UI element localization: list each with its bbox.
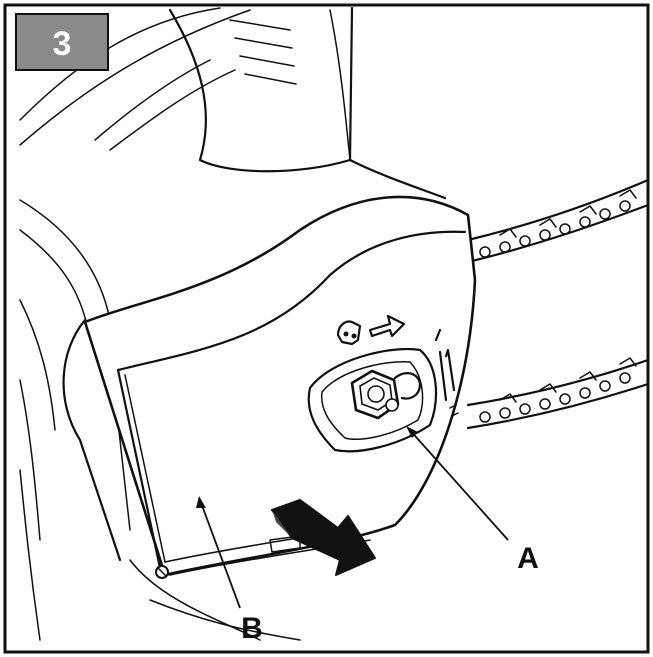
leader-arrowhead-a xyxy=(406,426,418,438)
leader-line-b xyxy=(199,499,241,609)
guide-bar-chain xyxy=(466,178,650,430)
step-number-badge: 3 xyxy=(15,13,109,71)
callout-label-a: A xyxy=(517,542,539,575)
chainsaw-body xyxy=(19,6,447,641)
tension-adjust-icon xyxy=(434,328,459,417)
step-number: 3 xyxy=(53,25,72,63)
leader-line-a xyxy=(407,427,509,541)
leader-arrowhead-b xyxy=(196,496,206,508)
removal-direction-arrow-icon xyxy=(271,499,376,576)
cover-nut xyxy=(350,369,422,420)
chain-direction-arrow-icon xyxy=(336,314,406,346)
callout-label-b: B xyxy=(241,612,263,645)
